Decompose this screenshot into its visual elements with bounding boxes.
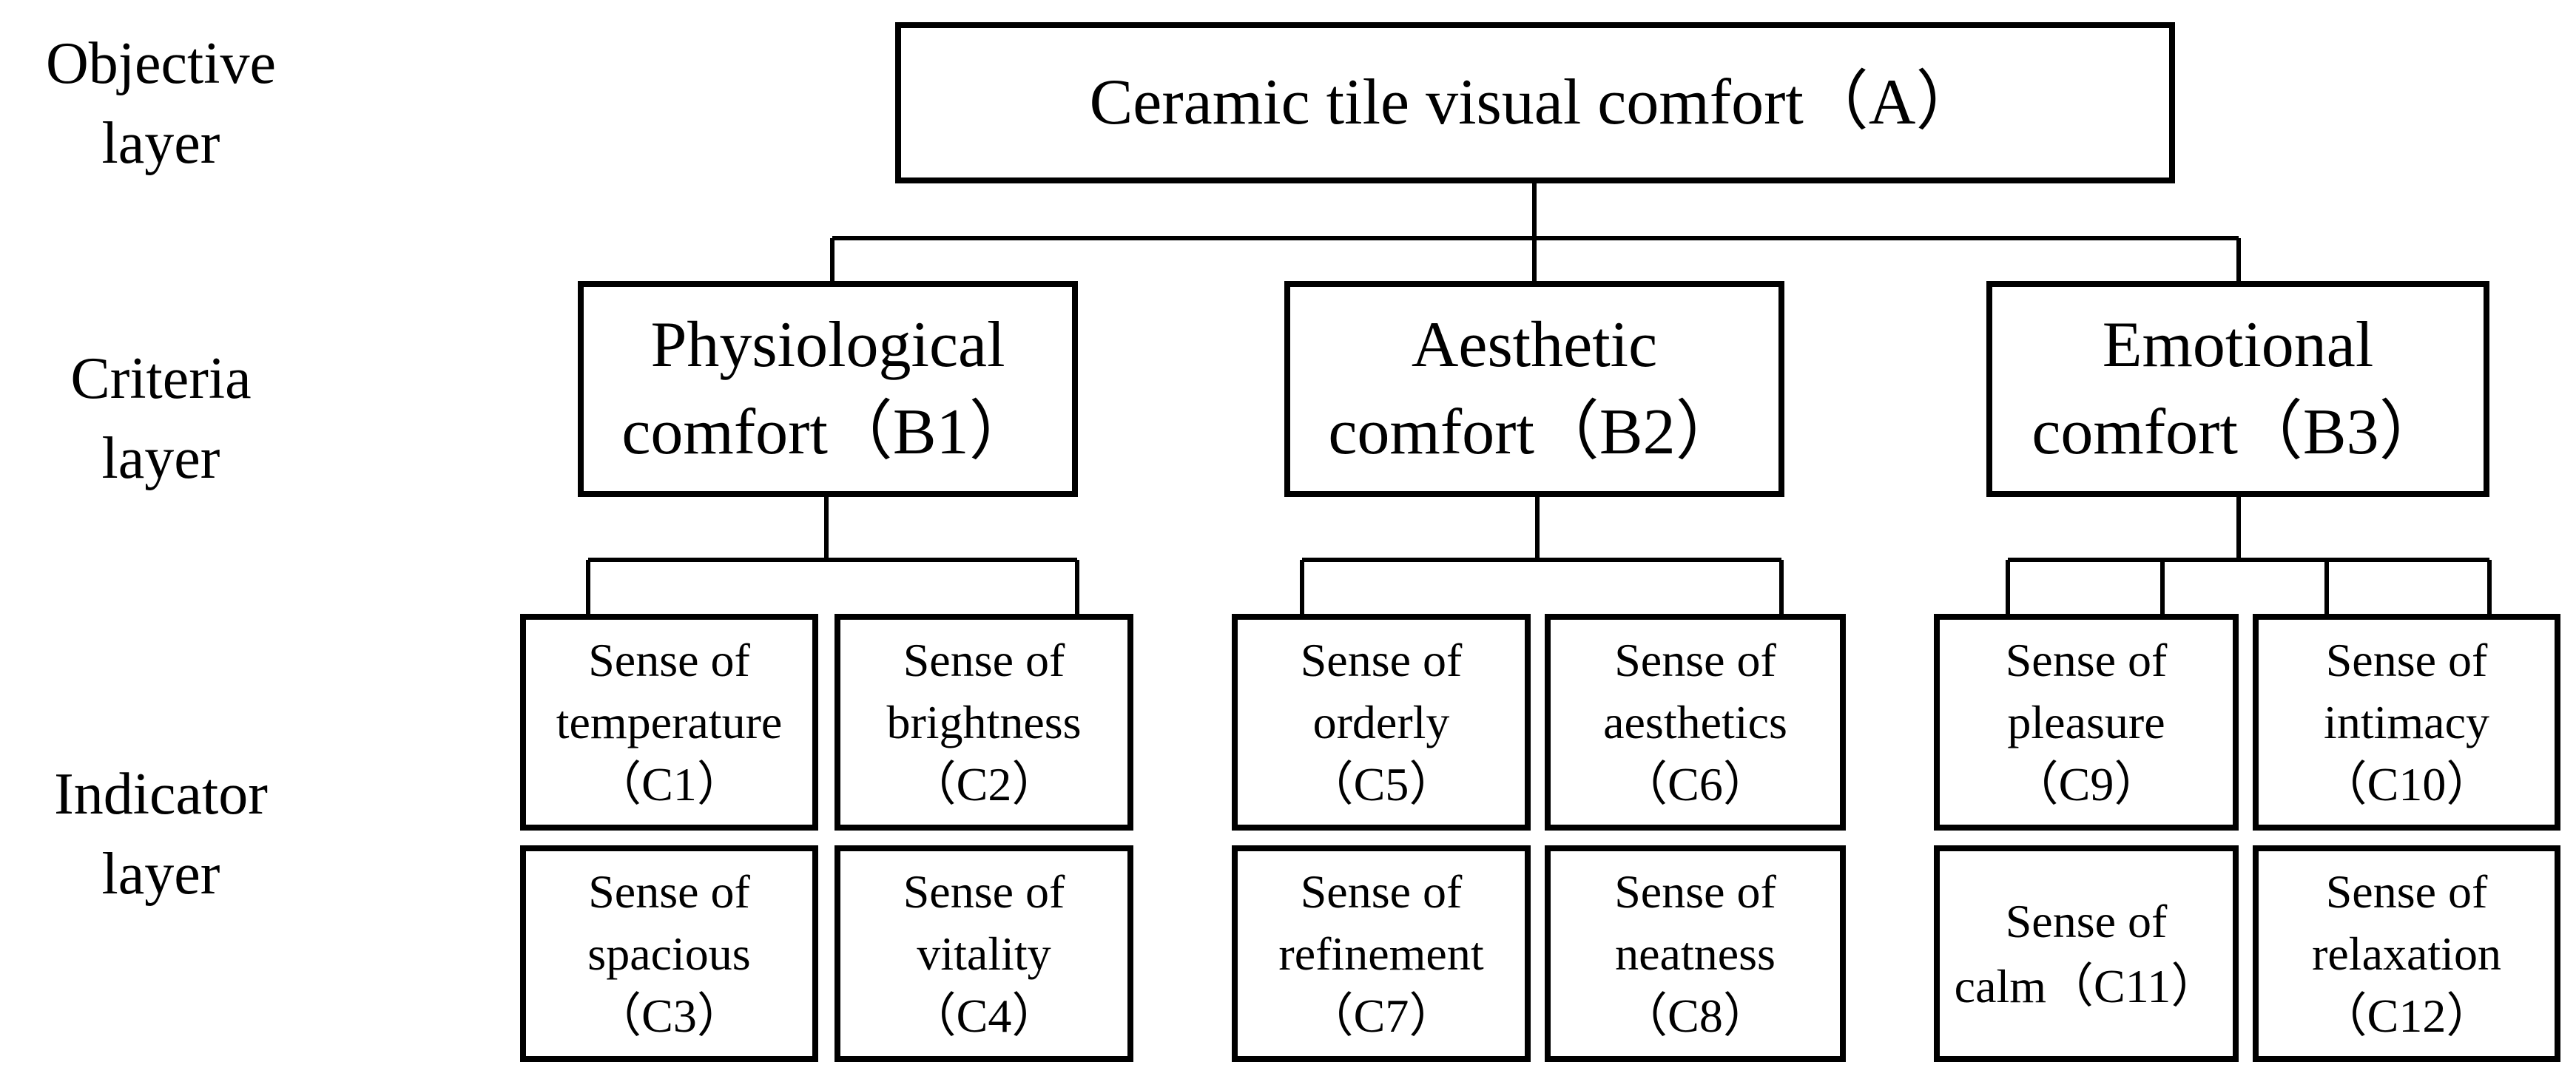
indicator-box-c1: Sense of temperature （C1） xyxy=(520,614,818,831)
indicator-box-c2: Sense of brightness （C2） xyxy=(834,614,1133,831)
objective-title: Ceramic tile visual comfort（A） xyxy=(1089,67,1981,138)
criteria-box-b3: Emotional comfort（B3） xyxy=(1986,281,2489,497)
indicator-box-c12: Sense of relaxation （C12） xyxy=(2253,845,2560,1062)
connector-b2-to-indicators xyxy=(1300,496,1784,614)
indicator-box-c6: Sense of aesthetics （C6） xyxy=(1545,614,1846,831)
indicator-box-c8: Sense of neatness （C8） xyxy=(1545,845,1846,1062)
indicator-box-c7: Sense of refinement （C7） xyxy=(1232,845,1531,1062)
indicator-box-c11: Sense of calm（C11） xyxy=(1934,845,2239,1062)
indicator-layer-label: Indicator layer xyxy=(54,762,268,907)
connector-b1-to-indicators xyxy=(586,496,1079,614)
indicator-box-c3: Sense of spacious （C3） xyxy=(520,845,818,1062)
indicator-box-c4: Sense of vitality （C4） xyxy=(834,845,1133,1062)
criteria-box-b2: Aesthetic comfort（B2） xyxy=(1284,281,1784,497)
connector-objective-to-criteria xyxy=(830,182,2241,282)
indicator-box-c5: Sense of orderly （C5） xyxy=(1232,614,1531,831)
indicator-box-c9: Sense of pleasure （C9） xyxy=(1934,614,2239,831)
objective-box: Ceramic tile visual comfort（A） xyxy=(895,22,2175,183)
criteria-box-b1: Physiological comfort（B1） xyxy=(578,281,1078,497)
objective-layer-label: Objective layer xyxy=(46,31,276,176)
criteria-layer-label: Criteria layer xyxy=(70,346,252,491)
indicator-box-c10: Sense of intimacy （C10） xyxy=(2253,614,2560,831)
connector-b3-to-indicators xyxy=(2006,496,2492,614)
